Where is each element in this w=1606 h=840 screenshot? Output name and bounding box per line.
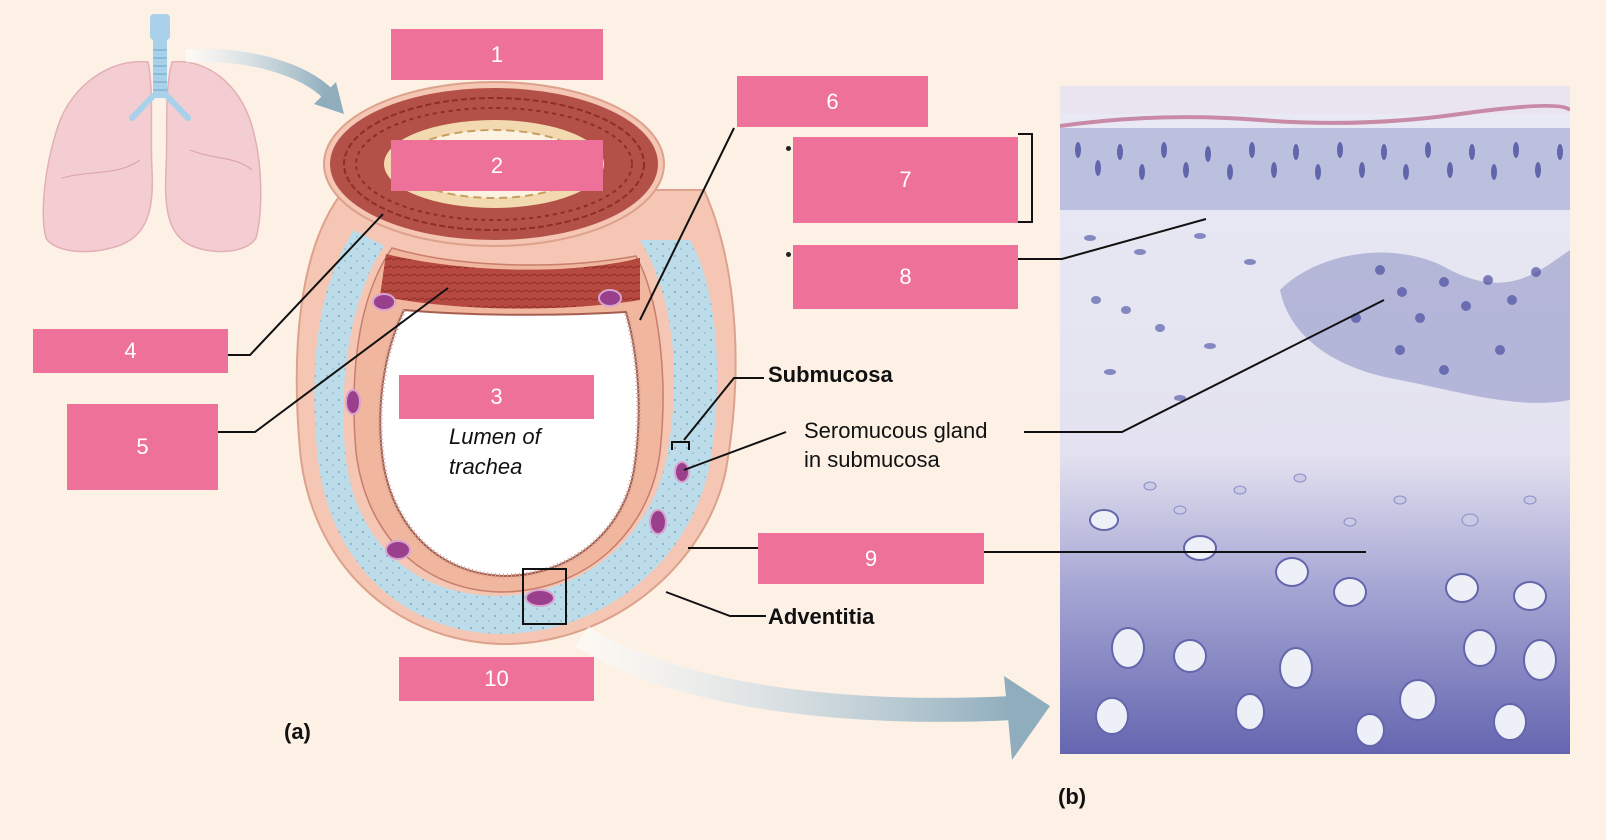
bullet-dot [786,252,791,257]
seromucous-gland-label-line1: Seromucous gland [804,418,988,443]
label-blank-5[interactable]: 5 [67,404,218,490]
lungs-icon [42,14,262,253]
label-blank-7[interactable]: 7 [793,137,1018,223]
adventitia-label: Adventitia [768,604,875,629]
micrograph-image [1060,86,1570,754]
seromucous-gland-label-line2: in submucosa [804,447,940,472]
big-arrow-icon [575,625,1050,760]
magnified-region-box [522,568,567,625]
label-blank-3[interactable]: 3 [399,375,594,419]
label-blank-1[interactable]: 1 [391,29,603,80]
curved-arrow-icon [185,48,344,114]
lumen-label-line1: Lumen of [449,424,541,449]
submucosa-label: Submucosa [768,362,893,387]
leader-lines [218,127,1385,617]
label-blank-6[interactable]: 6 [737,76,928,127]
label-blank-10[interactable]: 10 [399,657,594,701]
panel-a-label: (a) [284,719,311,744]
bullet-dot [786,146,791,151]
label-blank-4[interactable]: 4 [33,329,228,373]
label-blank-9[interactable]: 9 [758,533,984,584]
label-blank-2[interactable]: 2 [391,140,603,191]
panel-b-label: (b) [1058,784,1087,809]
lumen-label-line2: trachea [449,454,523,479]
label-blank-8[interactable]: 8 [793,245,1018,309]
